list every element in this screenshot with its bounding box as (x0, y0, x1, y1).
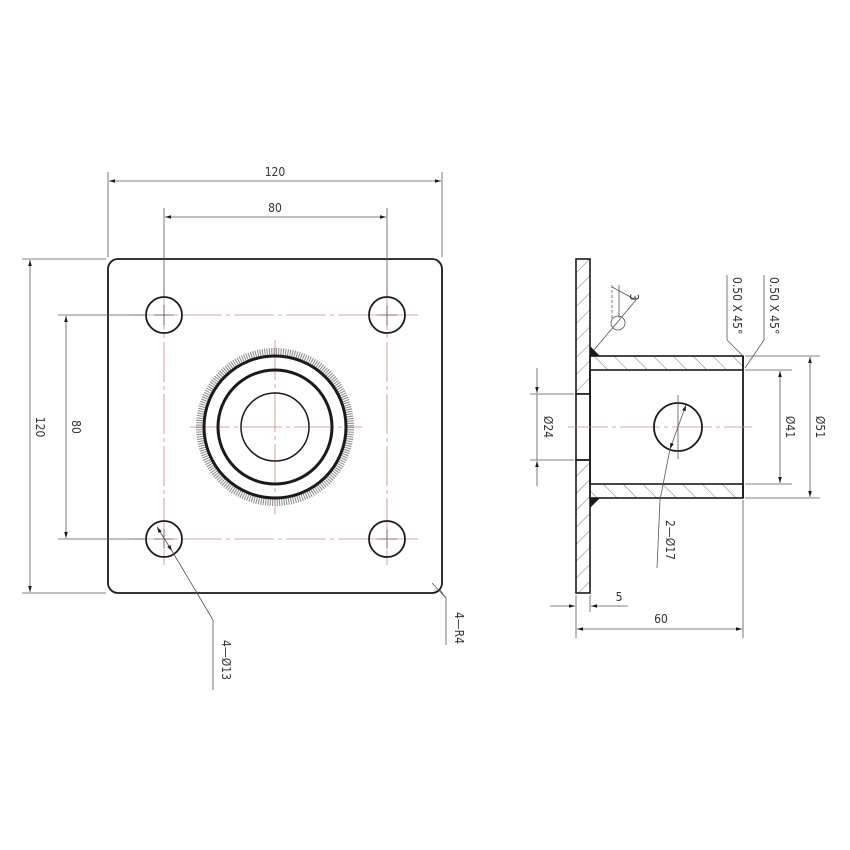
plate-bore (240, 392, 310, 462)
side-view: 2—Ø17 3 0.50 X 45° 0.50 X 45° Ø24 Ø41 Ø5… (530, 258, 827, 638)
weld-fillet-top (590, 346, 600, 356)
radius-callout-leader (439, 589, 447, 645)
cross-hole-callout: 2—Ø17 (663, 520, 677, 560)
overall-length: 60 (654, 612, 668, 626)
tube-wall-top (589, 355, 744, 371)
dim-spacing-x-80: 80 (268, 201, 282, 215)
chamfer-callout-1: 0.50 X 45° (730, 277, 744, 334)
hole-callout-leader (171, 550, 214, 690)
plate-section-upper (575, 258, 591, 395)
outer-diameter: Ø51 (813, 416, 827, 438)
weld-ring (196, 348, 354, 506)
base-plate-outline (107, 258, 443, 594)
weld-fillet-bottom (590, 498, 600, 508)
plate-thickness: 5 (616, 590, 623, 604)
chamfer-leader-2 (744, 275, 765, 369)
chamfer-callout-2: 0.50 X 45° (767, 277, 781, 334)
dim-height-120: 120 (33, 417, 47, 438)
radius-callout: 4—R4 (452, 612, 466, 644)
tube-outer (202, 354, 348, 500)
chamfer-leader-1 (726, 275, 744, 357)
inner-diameter: Ø41 (783, 416, 797, 438)
dim-spacing-y-80: 80 (69, 420, 83, 434)
mounting-hole-tr (368, 296, 406, 334)
bore-diameter: Ø24 (541, 416, 555, 438)
tube-wall-bottom (589, 483, 744, 499)
plate-section-lower (575, 459, 591, 594)
front-view: 120 80 120 80 4—Ø13 4—R4 (22, 165, 466, 690)
tube-inner (216, 368, 334, 486)
cross-hole-leader (656, 448, 671, 569)
hole-callout: 4—Ø13 (219, 640, 233, 680)
weld-size: 3 (627, 294, 641, 301)
weld-all-around-symbol (610, 315, 626, 331)
dim-width-120: 120 (265, 165, 286, 179)
mounting-hole-br (368, 520, 406, 558)
